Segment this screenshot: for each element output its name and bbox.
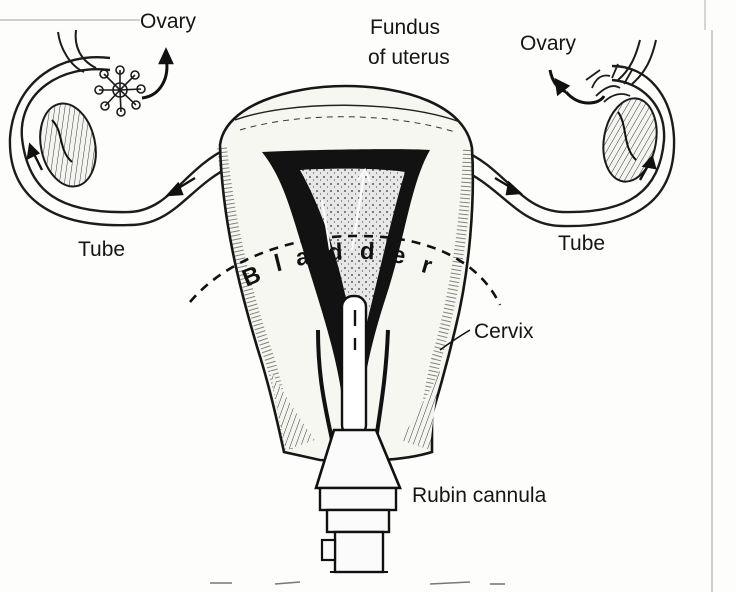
uterus <box>217 84 475 463</box>
tube-right-label: Tube <box>558 232 606 255</box>
right-ovary <box>602 97 658 183</box>
paper-edge <box>0 0 713 592</box>
right-fimbria <box>585 63 633 103</box>
fundus-label-line1: Fundus <box>370 16 441 39</box>
bladder-outline <box>189 234 502 306</box>
rubin-cannula-label: Rubin cannula <box>412 484 547 507</box>
cervix-pointer <box>439 329 471 351</box>
fundus-label-line2: of uterus <box>368 46 450 69</box>
scan-artifacts <box>210 581 505 585</box>
flow-arrows <box>26 47 657 197</box>
ovary-right-label: Ovary <box>520 32 577 55</box>
ovary-ligaments <box>57 29 657 85</box>
bladder-letter-5: d <box>359 237 376 266</box>
left-ovary <box>39 102 97 188</box>
ovary-left-label: Ovary <box>140 10 197 33</box>
tube-left-label: Tube <box>78 238 126 261</box>
rubin-cannula <box>314 294 402 574</box>
left-fimbria <box>94 65 146 117</box>
bladder-letter-4: d <box>327 238 344 267</box>
cervix-label: Cervix <box>474 320 534 343</box>
